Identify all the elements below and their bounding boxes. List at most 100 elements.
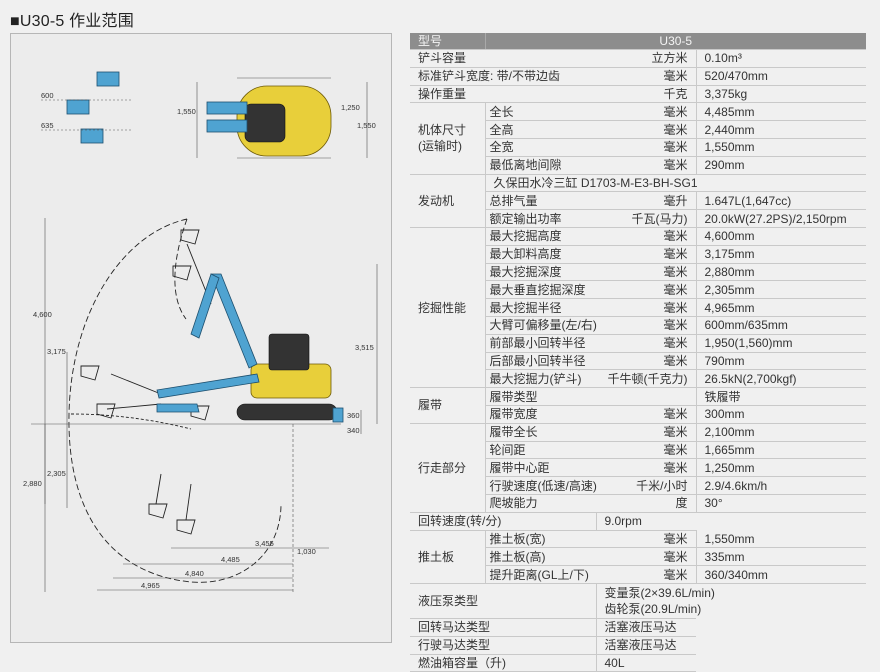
spec-item-value: 活塞液压马达 xyxy=(596,636,696,655)
spec-item-unit: 毫米 xyxy=(596,102,697,122)
spec-item-label: 行驶马达类型 xyxy=(410,636,597,655)
spec-item-unit: 毫米 xyxy=(596,405,697,424)
spec-item-label: 回转马达类型 xyxy=(410,618,597,637)
spec-item-value: 4,965mm xyxy=(696,298,867,317)
spec-engine-model: 久保田水冷三缸 D1703-M-E3-BH-SG1 xyxy=(485,174,867,193)
spec-group-label: 行走部分 xyxy=(410,423,486,513)
spec-item-value: 1,250mm xyxy=(696,458,867,478)
spec-item-label: 行驶速度(低速/高速) xyxy=(485,476,597,495)
spec-item-label: 液压泵类型 xyxy=(410,583,597,619)
spec-item-unit: 毫米 xyxy=(596,298,697,317)
spec-item-value: 335mm xyxy=(696,547,867,567)
spec-item-label: 全宽 xyxy=(485,138,596,157)
spec-item-label: 最低离地间隙 xyxy=(485,156,596,175)
dim-340: 340 xyxy=(347,426,360,435)
spec-item-value: 790mm xyxy=(696,352,867,371)
spec-item-unit: 毫米 xyxy=(596,156,697,175)
spec-item-value: 0.10m³ xyxy=(696,49,867,68)
spec-header-row: 型号 U30-5 xyxy=(410,33,867,50)
page-title: ■U30-5 作业范围 xyxy=(10,13,134,30)
dim-2305: 2,305 xyxy=(47,469,66,478)
spec-item-value: 290mm xyxy=(696,156,867,175)
spec-item-unit: 毫米 xyxy=(596,227,697,246)
dim-1250: 1,250 xyxy=(341,103,360,112)
spec-group-label: 机体尺寸(运输时) xyxy=(410,102,486,175)
spec-row: 履带履带类型铁履带 xyxy=(410,387,867,424)
dim-4485: 4,485 xyxy=(221,555,240,564)
spec-item-label: 全长 xyxy=(485,102,596,122)
vertical-dimensions xyxy=(44,218,378,592)
top-view-machine xyxy=(196,77,368,159)
spec-item-label: 额定输出功率 xyxy=(485,209,596,228)
spec-row: 回转马达类型活塞液压马达 xyxy=(410,618,866,637)
spec-item-unit: 毫米 xyxy=(596,120,697,139)
spec-item-value: 2.9/4.6km/h xyxy=(696,476,867,495)
spec-item-label: 爬坡能力 xyxy=(485,494,596,513)
spec-item-unit: 毫米 xyxy=(596,245,697,264)
spec-item-label: 履带宽度 xyxy=(485,405,596,424)
spec-item-value: 300mm xyxy=(696,405,867,424)
spec-item-value: 3,175mm xyxy=(696,245,867,264)
dim-4840: 4,840 xyxy=(185,569,204,578)
spec-item-label: 提升距离(GL上/下) xyxy=(485,565,596,584)
spec-item-value: 1,950(1,560)mm xyxy=(696,334,867,353)
spec-item-label: 推土板(宽) xyxy=(485,530,596,549)
header-model: U30-5 xyxy=(485,33,867,50)
spec-group-label: 履带 xyxy=(410,387,486,424)
spec-item-label: 最大挖掘高度 xyxy=(485,227,596,246)
spec-item-value: 3,375kg xyxy=(696,85,867,104)
spec-item-value: 1,550mm xyxy=(696,138,867,157)
spec-item-label: 最大垂直挖掘深度 xyxy=(485,280,596,300)
spec-item-unit: 毫升 xyxy=(596,191,697,211)
spec-item-label: 铲斗容量 xyxy=(410,49,596,68)
spec-row: 最大挖掘力(铲斗)千牛顿(千克力)26.5kN(2,700kgf) xyxy=(410,369,867,389)
spec-item-label: 最大卸料高度 xyxy=(485,245,596,264)
spec-item-unit: 千牛顿(千克力) xyxy=(596,369,697,389)
dim-600: 600 xyxy=(41,91,54,100)
spec-item-value: 活塞液压马达 xyxy=(596,618,696,637)
boom-offset-view xyxy=(41,71,131,144)
dim-1550-left: 1,550 xyxy=(177,107,196,116)
spec-item-unit: 毫米 xyxy=(596,441,697,460)
spec-item-label: 轮间距 xyxy=(485,441,596,460)
spec-item-unit: 毫米 xyxy=(596,67,697,86)
spec-item-unit: 毫米 xyxy=(596,530,697,549)
header-label: 型号 xyxy=(410,33,486,50)
spec-item-unit: 毫米 xyxy=(596,334,697,353)
spec-item-unit: 毫米 xyxy=(596,565,697,584)
spec-item-value: 520/470mm xyxy=(696,67,867,86)
spec-group-label: 推土板 xyxy=(410,530,486,584)
spec-item-value: 30° xyxy=(696,494,867,513)
spec-item-value: 4,600mm xyxy=(696,227,867,246)
spec-item-value: 40L xyxy=(596,654,696,672)
spec-item-label: 推土板(高) xyxy=(485,547,596,567)
spec-item-unit: 毫米 xyxy=(596,423,697,442)
spec-item-value: 600mm/635mm xyxy=(696,316,867,335)
dim-1030: 1,030 xyxy=(297,547,316,556)
spec-item-unit: 千米/小时 xyxy=(596,476,697,495)
horizontal-dimensions xyxy=(97,424,329,594)
spec-item-label: 回转速度(转/分) xyxy=(410,512,597,531)
working-range-drawing: 600 635 1,550 1,250 1,550 xyxy=(23,71,378,594)
spec-item-unit: 毫米 xyxy=(596,280,697,300)
spec-item-label: 操作重量 xyxy=(410,85,596,104)
dim-2880: 2,880 xyxy=(23,479,42,488)
